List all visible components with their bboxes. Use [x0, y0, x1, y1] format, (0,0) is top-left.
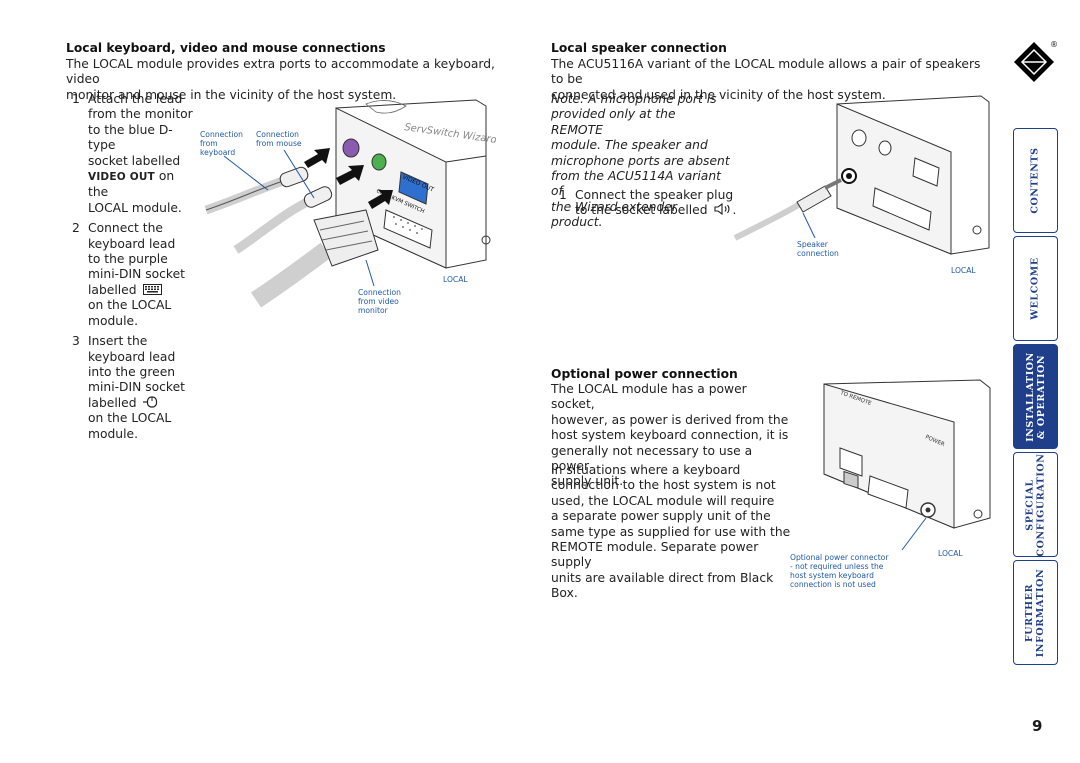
tab-welcome-label: WELCOME — [1030, 257, 1042, 320]
section-heading-power: Optional power connection — [551, 367, 738, 381]
power-local-label: LOCAL — [938, 549, 963, 558]
step-2-line: to the purple — [88, 252, 168, 267]
step-1-line: VIDEO OUT on the — [88, 169, 175, 200]
step-2-line: mini-DIN socket — [88, 267, 186, 282]
step-1-line: socket labelled — [88, 153, 181, 168]
speaker-local-label: LOCAL — [951, 266, 976, 275]
page-number: 9 — [1032, 717, 1043, 735]
step-1-line: from the monitor — [88, 107, 193, 122]
callout-mouse: Connection from mouse — [256, 130, 302, 148]
step-3-line: on the LOCAL — [88, 411, 172, 426]
section-heading-speaker: Local speaker connection — [551, 41, 727, 55]
callout-power: Optional power connector - not required … — [790, 553, 889, 589]
speaker-step-number: 1 — [559, 188, 567, 202]
speaker-intro: The ACU5116A variant of the LOCAL module… — [551, 57, 991, 103]
kvm-illustration: ServSwitch Wizard VIDEO OUT CPU / KVM SW… — [204, 99, 498, 308]
speaker-icon — [714, 203, 731, 216]
power-para-1: The LOCAL module has a power socket, how… — [551, 382, 789, 489]
step-2-line: labelled — [88, 283, 197, 298]
step-2-number: 2 — [72, 221, 80, 236]
callout-keyboard: Connection from keyboard — [200, 130, 243, 157]
power-illustration: TO REMOTE POWER — [823, 379, 991, 551]
kvm-intro-line1: The LOCAL module provides extra ports to… — [66, 57, 495, 87]
step-1-line: to the blue D-type — [88, 122, 173, 153]
tab-contents[interactable]: CONTENTS — [1013, 128, 1058, 233]
step-2-line: keyboard lead — [88, 236, 176, 251]
step-3-line: Insert the — [88, 334, 148, 349]
step-3-number: 3 — [72, 334, 80, 349]
section-heading-kvm: Local keyboard, video and mouse connecti… — [66, 41, 386, 55]
step-3-line: into the green — [88, 364, 176, 379]
tab-special-label: SPECIAL CONFIGURATION — [1024, 452, 1047, 557]
tab-special-configuration[interactable]: SPECIAL CONFIGURATION — [1013, 452, 1058, 557]
speaker-step-1: 1 Connect the speaker plug to the socket… — [559, 188, 737, 218]
tab-further-information[interactable]: FURTHER INFORMATION — [1013, 560, 1058, 665]
local-label: LOCAL — [443, 275, 468, 284]
registered-mark: ® — [1050, 40, 1058, 49]
video-out-label: VIDEO OUT — [88, 171, 155, 184]
speaker-steps: 1 Connect the speaker plug to the socket… — [559, 188, 739, 219]
tab-installation-operation[interactable]: INSTALLATION & OPERATION — [1013, 344, 1058, 449]
speaker-intro-line1: The ACU5116A variant of the LOCAL module… — [551, 57, 981, 87]
step-2: 2 Connect the keyboard lead to the purpl… — [72, 221, 197, 329]
step-1: 1 Attach the lead from the monitor to th… — [72, 92, 197, 216]
step-1-line: Attach the lead — [88, 92, 183, 106]
step-3: 3 Insert the keyboard lead into the gree… — [72, 334, 197, 442]
step-3-line: mini-DIN socket — [88, 380, 186, 395]
speaker-illustration — [733, 95, 990, 255]
kvm-intro: The LOCAL module provides extra ports to… — [66, 57, 506, 103]
power-figure: TO REMOTE POWER Optional power connector… — [790, 378, 995, 610]
callout-speaker: Speaker connection — [797, 240, 839, 258]
speaker-intro-line2: connected and used in the vicinity of th… — [551, 87, 886, 102]
step-2-line: module. — [88, 313, 138, 328]
kvm-connection-figure: ServSwitch Wizard VIDEO OUT CPU / KVM SW… — [196, 90, 498, 320]
step-2-line: Connect the — [88, 221, 163, 236]
mouse-icon — [143, 396, 158, 408]
speaker-figure: Speaker connection LOCAL — [725, 88, 995, 283]
tab-installation-label: INSTALLATION & OPERATION — [1024, 351, 1047, 442]
kvm-intro-line2: monitor and mouse in the vicinity of the… — [66, 87, 397, 102]
kvm-steps: 1 Attach the lead from the monitor to th… — [72, 92, 197, 442]
step-1-line: LOCAL module. — [88, 200, 182, 215]
tab-contents-label: CONTENTS — [1030, 147, 1041, 214]
power-para-2: In situations where a keyboard connectio… — [551, 463, 791, 601]
keyboard-icon — [143, 283, 163, 295]
step-3-line: keyboard lead — [88, 349, 176, 364]
step-3-line: labelled — [88, 396, 197, 411]
tab-further-label: FURTHER INFORMATION — [1024, 568, 1047, 657]
speaker-note: Note: A microphone port is provided only… — [551, 92, 730, 230]
black-box-logo-icon[interactable] — [1012, 40, 1056, 84]
callout-video: Connection from video monitor — [358, 288, 401, 315]
tab-welcome[interactable]: WELCOME — [1013, 236, 1058, 341]
step-2-line: on the LOCAL — [88, 298, 172, 313]
step-1-number: 1 — [72, 92, 80, 106]
step-3-line: module. — [88, 426, 138, 441]
